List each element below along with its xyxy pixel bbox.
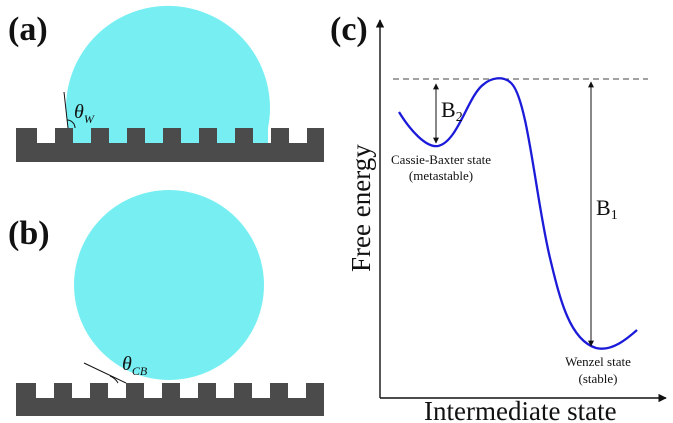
b1-symbol: B bbox=[596, 195, 611, 220]
panel-b-label: (b) bbox=[8, 215, 50, 252]
panel-a-label: (a) bbox=[8, 11, 48, 48]
x-axis-title: Intermediate state bbox=[424, 396, 617, 423]
panel-a: (a) θW bbox=[8, 5, 324, 162]
barrier-b1-label: B1 bbox=[596, 195, 618, 223]
contact-angle-tangent-a bbox=[63, 91, 69, 129]
theta-subscript-b: CB bbox=[132, 364, 148, 378]
metastable-note: (metastable) bbox=[409, 168, 473, 183]
contact-angle-arc-b bbox=[109, 375, 119, 384]
theta-subscript-a: W bbox=[84, 112, 95, 126]
barrier-b2-label: B2 bbox=[441, 97, 463, 125]
y-axis-title: Free energy bbox=[346, 144, 376, 272]
filled-groove bbox=[253, 128, 268, 143]
filled-groove bbox=[109, 128, 127, 143]
cassie-droplet bbox=[74, 190, 264, 380]
substrate-b bbox=[16, 383, 324, 416]
b1-subscript: 1 bbox=[611, 208, 618, 223]
b2-subscript: 2 bbox=[456, 110, 463, 125]
panel-c: (c) Free energy Intermediate state B2 B1… bbox=[330, 11, 667, 423]
filled-groove bbox=[181, 128, 199, 143]
substrate-a bbox=[16, 128, 324, 162]
theta-w-label: θW bbox=[74, 101, 95, 126]
theta-symbol-b: θ bbox=[122, 353, 132, 375]
contact-angle-arc-a bbox=[66, 119, 76, 129]
panel-c-label: (c) bbox=[330, 11, 368, 48]
theta-symbol-a: θ bbox=[74, 101, 84, 123]
filled-groove bbox=[217, 128, 235, 143]
filled-groove bbox=[73, 128, 91, 143]
contact-angle-tangent-b bbox=[83, 362, 127, 384]
stable-note: (stable) bbox=[579, 371, 618, 386]
cassie-baxter-state-label: Cassie-Baxter state bbox=[391, 152, 491, 167]
panel-b: (b) θCB bbox=[8, 190, 324, 416]
filled-groove bbox=[145, 128, 163, 143]
b2-symbol: B bbox=[441, 97, 456, 122]
theta-cb-label: θCB bbox=[122, 353, 148, 378]
wenzel-state-label: Wenzel state bbox=[565, 354, 631, 369]
wenzel-droplet bbox=[66, 5, 271, 144]
